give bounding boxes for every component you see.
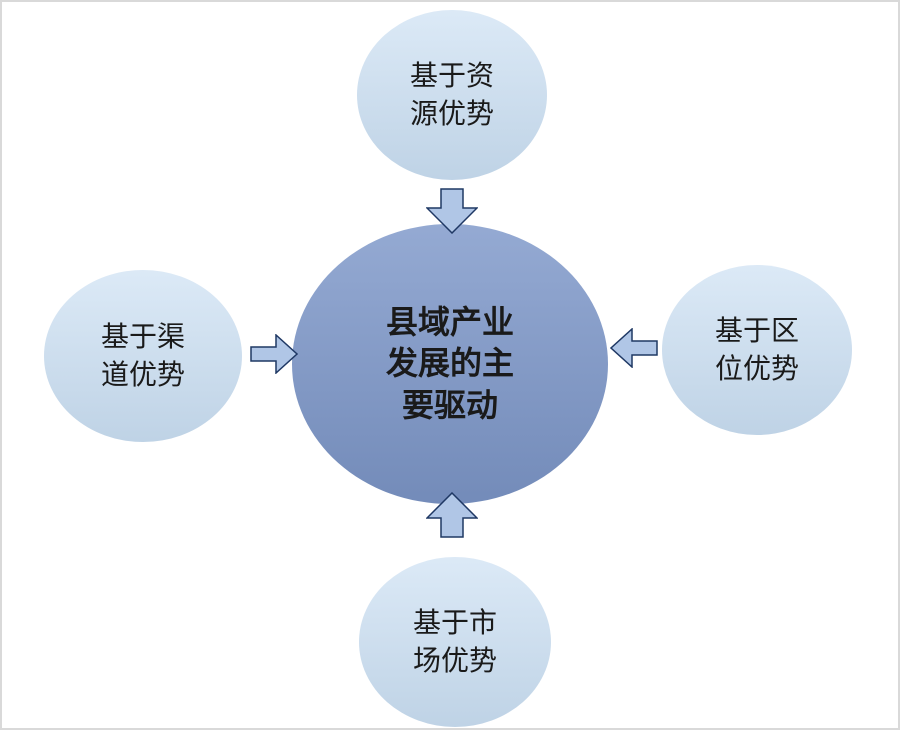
node-label: 基于市场优势 xyxy=(412,607,497,676)
node-resource-advantage: 基于资源优势 xyxy=(357,10,547,180)
center-node-label: 县域产业发展的主要驱动 xyxy=(385,303,514,423)
center-node: 县域产业发展的主要驱动 xyxy=(292,224,608,504)
arrow-up-icon xyxy=(426,492,478,538)
arrow-right-icon xyxy=(250,334,298,374)
arrow-down-icon xyxy=(426,188,478,234)
node-label: 基于渠道优势 xyxy=(100,321,185,390)
node-label: 基于资源优势 xyxy=(409,60,494,129)
node-channel-advantage: 基于渠道优势 xyxy=(44,270,242,442)
node-label: 基于区位优势 xyxy=(714,315,799,384)
arrow-left-icon xyxy=(610,328,658,368)
node-market-advantage: 基于市场优势 xyxy=(359,557,551,727)
node-location-advantage: 基于区位优势 xyxy=(662,265,852,435)
